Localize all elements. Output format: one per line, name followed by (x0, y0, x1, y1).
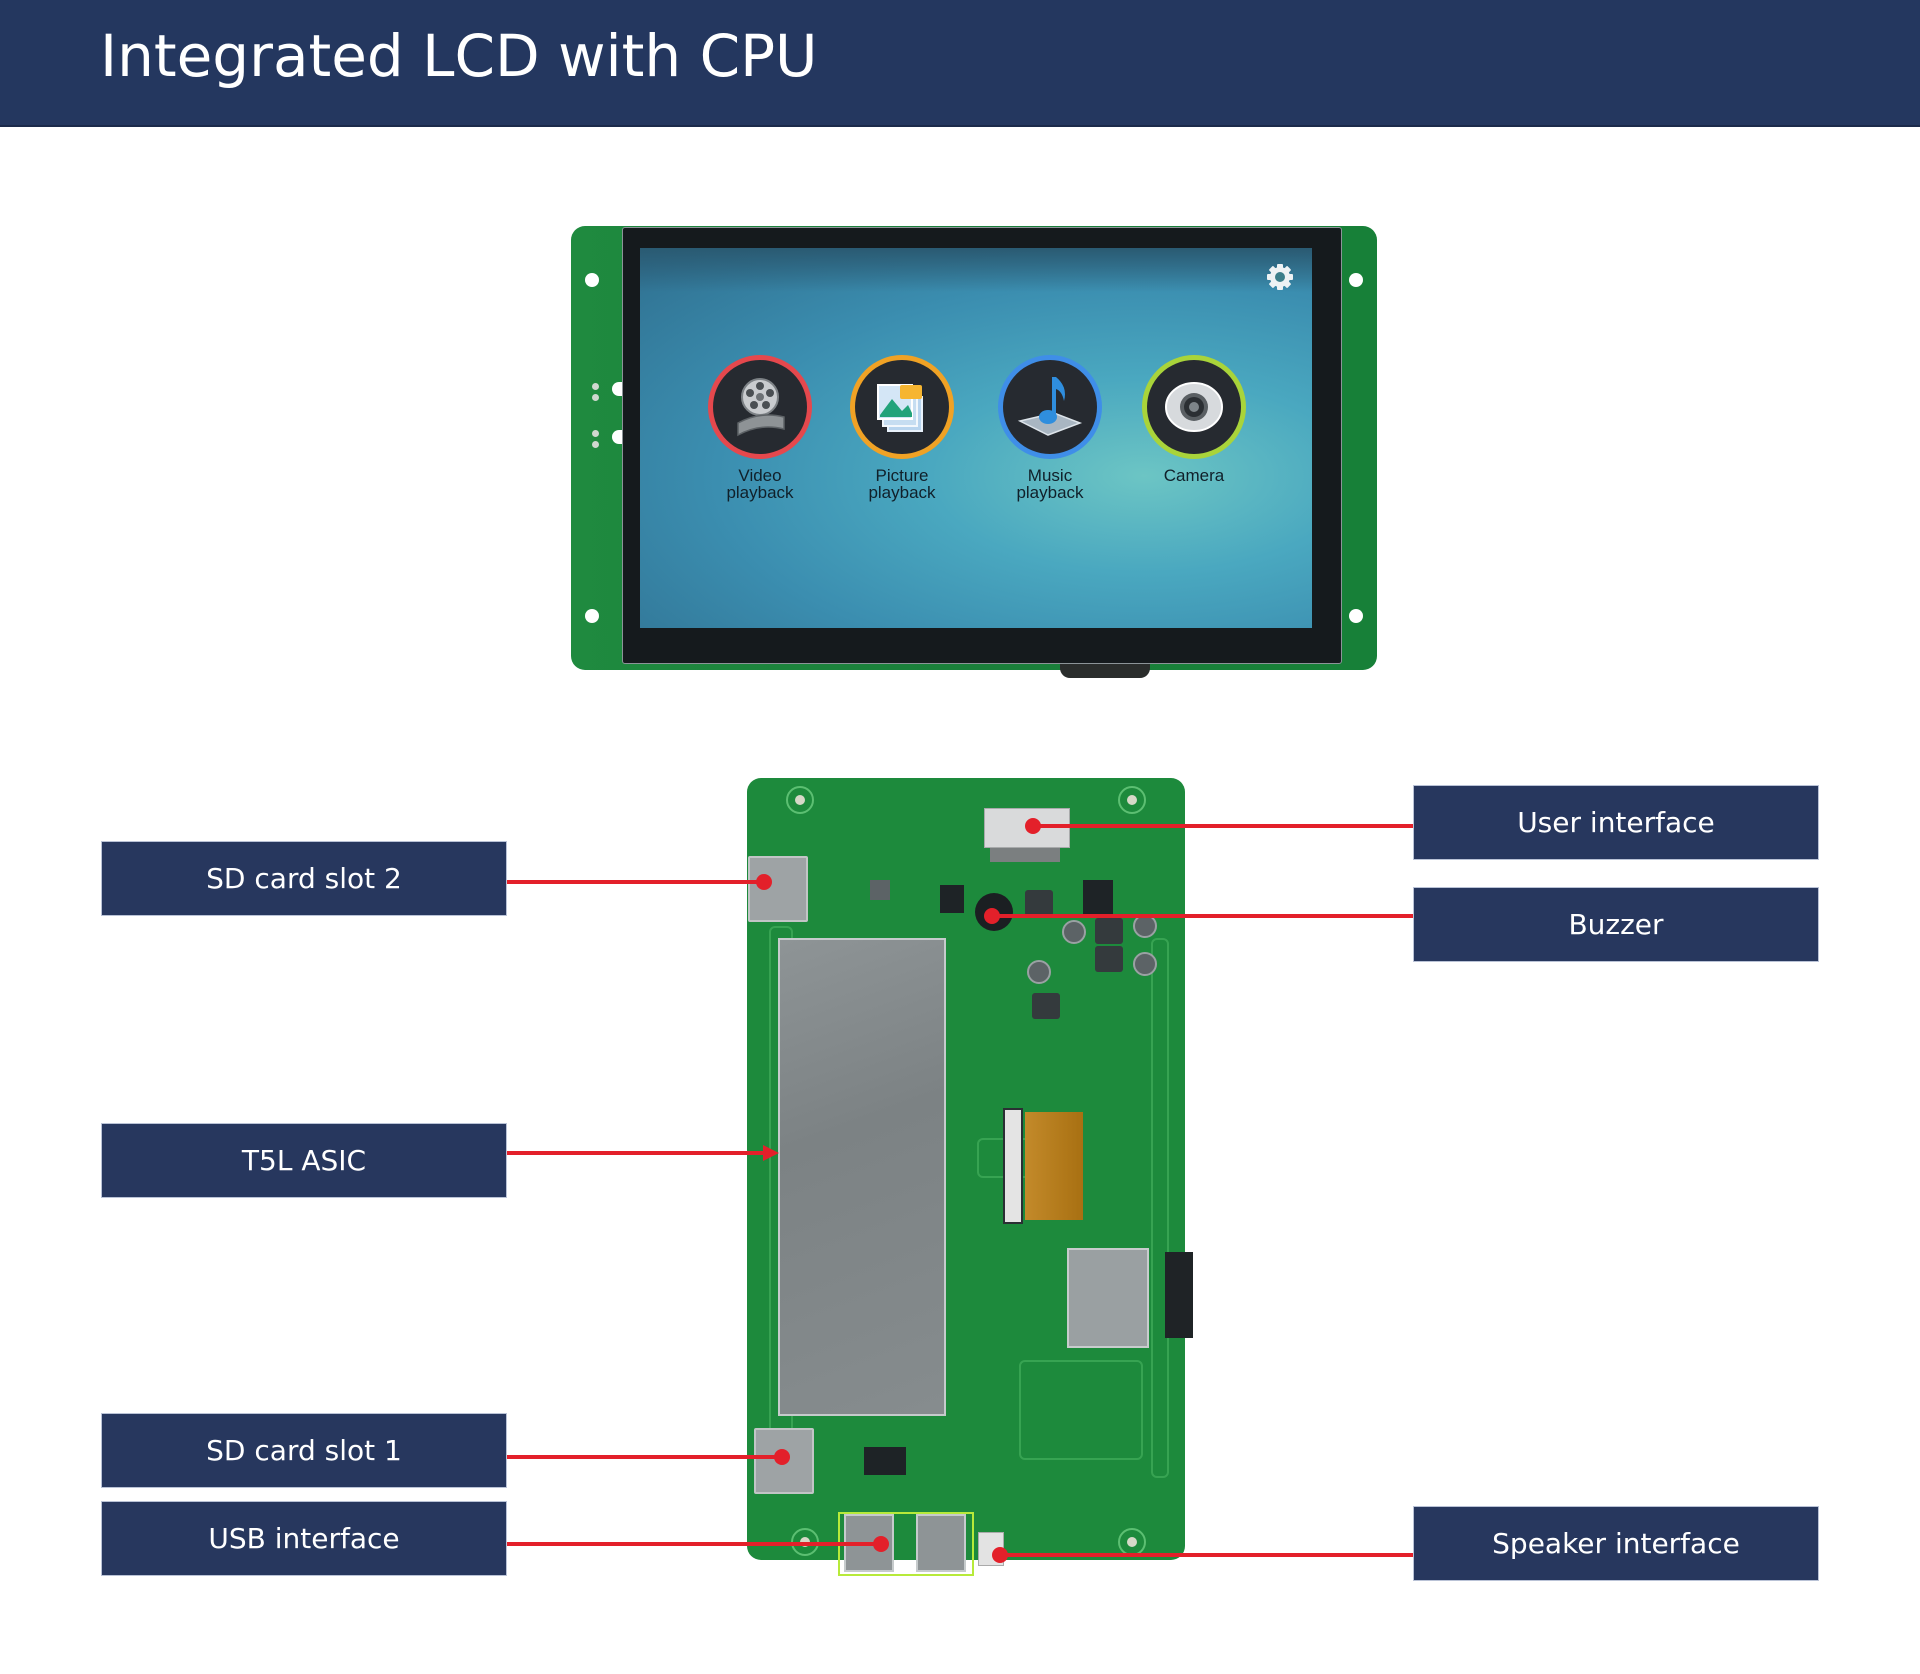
callout-user-interface[interactable]: User interface (1413, 785, 1819, 860)
app-picture-playback[interactable]: Picture playback (842, 355, 962, 501)
capacitor (1062, 920, 1086, 944)
leader-line (507, 1151, 765, 1155)
pcb-pad (592, 441, 599, 448)
app-label: Camera (1134, 467, 1254, 484)
app-label-line1: Video (738, 466, 782, 485)
inductor (1025, 890, 1053, 916)
ic-chip (864, 1447, 906, 1475)
callout-label: Speaker interface (1492, 1527, 1740, 1560)
t5l-asic-shield (778, 938, 946, 1416)
app-label-line1: Picture (875, 466, 929, 485)
callout-buzzer[interactable]: Buzzer (1413, 887, 1819, 962)
leader-dot (756, 874, 772, 890)
pcb-notch (612, 382, 622, 396)
picture-gallery-icon (855, 360, 949, 454)
ic-chip (1083, 880, 1113, 914)
app-label-line2: playback (868, 483, 936, 502)
app-ring (708, 355, 812, 459)
mount-hole (585, 609, 599, 623)
leader-dot (873, 1536, 889, 1552)
callout-label: T5L ASIC (241, 1144, 367, 1177)
inductor (1095, 946, 1123, 972)
app-music-playback[interactable]: Music playback (990, 355, 1110, 501)
callout-label: USB interface (208, 1522, 400, 1555)
app-camera[interactable]: Camera (1134, 355, 1254, 484)
leader-dot (774, 1449, 790, 1465)
mount-hole (1349, 609, 1363, 623)
mount-hole (585, 273, 599, 287)
leader-line (507, 1455, 782, 1459)
ic-chip (870, 880, 890, 900)
leader-line (507, 880, 764, 884)
pcb-trace (1019, 1360, 1143, 1460)
app-label-line1: Music (1027, 466, 1073, 485)
app-label: Music playback (990, 467, 1110, 501)
mount-hole (1349, 273, 1363, 287)
callout-label: SD card slot 2 (206, 862, 402, 895)
lcd-fpc-connector (1003, 1108, 1023, 1224)
leader-line (1035, 824, 1413, 828)
usb-port (916, 1514, 966, 1572)
callout-label: SD card slot 1 (206, 1434, 402, 1467)
ic-chip (940, 885, 964, 913)
leader-dot (992, 1547, 1008, 1563)
header-banner: Integrated LCD with CPU (0, 0, 1920, 127)
pcb-trace (1151, 938, 1169, 1478)
pcb-notch (612, 430, 622, 444)
callout-sd-card-slot-2[interactable]: SD card slot 2 (101, 841, 507, 916)
inductor (1095, 918, 1123, 944)
leader-line (507, 1542, 881, 1546)
gear-icon[interactable] (1265, 262, 1295, 292)
callout-usb-interface[interactable]: USB interface (101, 1501, 507, 1576)
flex-cable-tab (1060, 664, 1150, 678)
callout-label: Buzzer (1568, 908, 1664, 941)
pcb-pad (592, 430, 599, 437)
leader-line (992, 914, 1413, 918)
app-label: Picture playback (842, 467, 962, 501)
pcb-pad (592, 383, 599, 390)
mount-hole (1118, 1528, 1146, 1556)
app-label: Video playback (700, 467, 820, 501)
callout-label: User interface (1517, 806, 1715, 839)
lcd-fpc-cable (1025, 1112, 1083, 1220)
app-label-line1: Camera (1163, 466, 1225, 485)
capacitor (1027, 960, 1051, 984)
capacitor (1133, 914, 1157, 938)
music-note-icon (1003, 360, 1097, 454)
app-label-line2: playback (726, 483, 794, 502)
app-video-playback[interactable]: Video playback (700, 355, 820, 501)
mount-hole (786, 786, 814, 814)
app-ring (998, 355, 1102, 459)
page-title: Integrated LCD with CPU (100, 22, 818, 90)
film-reel-icon (713, 360, 807, 454)
callout-sd-card-slot-1[interactable]: SD card slot 1 (101, 1413, 507, 1488)
capacitor (1133, 952, 1157, 976)
leader-dot (1025, 818, 1041, 834)
leader-dot (984, 908, 1000, 924)
inductor (1032, 993, 1060, 1019)
camera-lens-icon (1147, 360, 1241, 454)
mount-hole (1118, 786, 1146, 814)
callout-t5l-asic[interactable]: T5L ASIC (101, 1123, 507, 1198)
pcb-pad (592, 394, 599, 401)
touch-ribbon-cable (1165, 1252, 1193, 1338)
touch-connector-shield (1067, 1248, 1149, 1348)
app-label-line2: playback (1016, 483, 1084, 502)
leader-arrow-icon (763, 1145, 779, 1161)
app-ring (850, 355, 954, 459)
sd-card-slot-2-component (748, 856, 808, 922)
callout-speaker-interface[interactable]: Speaker interface (1413, 1506, 1819, 1581)
app-ring (1142, 355, 1246, 459)
leader-line (1000, 1553, 1413, 1557)
connector-pins (990, 848, 1060, 862)
